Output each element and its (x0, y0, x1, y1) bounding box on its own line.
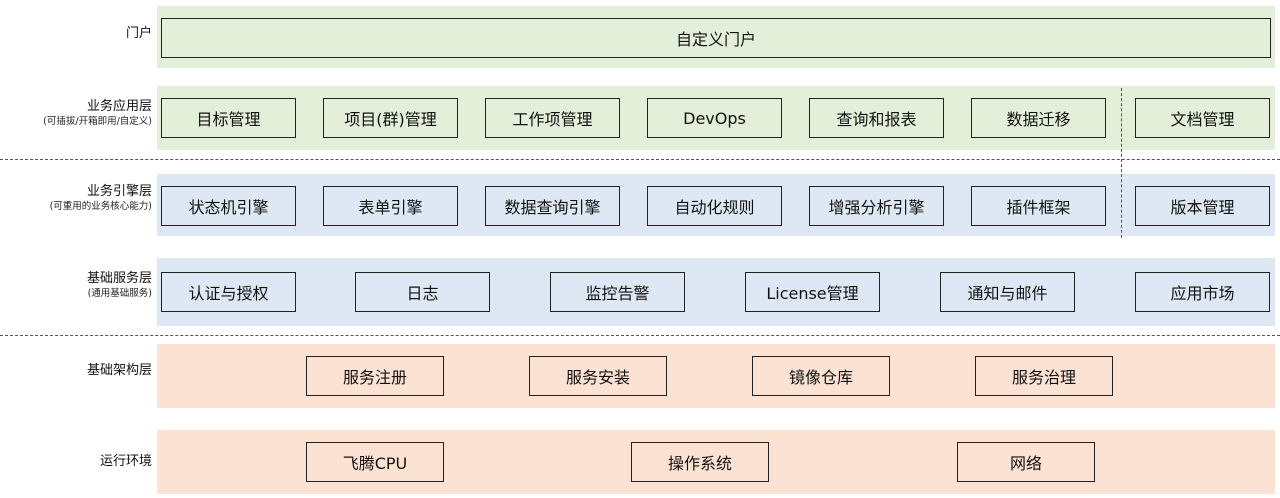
app-layer-subtitle: (可插拔/开箱即用/自定义) (43, 116, 152, 127)
infra-layer-title: 基础架构层 (86, 363, 152, 378)
module-box: 飞腾CPU (306, 442, 444, 482)
module-box: 插件框架 (971, 186, 1106, 226)
module-box: 镜像仓库 (752, 356, 890, 396)
module-box: 数据迁移 (971, 98, 1106, 138)
module-box: 目标管理 (161, 98, 296, 138)
runtime-layer-band (157, 430, 1275, 494)
module-box: DevOps (647, 98, 782, 138)
module-box: 应用市场 (1135, 272, 1270, 312)
module-box: 项目(群)管理 (323, 98, 458, 138)
module-box: 自动化规则 (647, 186, 782, 226)
separator-base-infra (0, 335, 1280, 336)
app-layer-band (157, 86, 1275, 150)
separator-vertical (1121, 88, 1122, 238)
module-box: 日志 (355, 272, 490, 312)
base-layer-band (157, 258, 1275, 326)
base-layer-title: 基础服务层 (86, 271, 152, 286)
portal-layer-title: 门户 (125, 26, 152, 41)
infra-layer-label: 基础架构层 (0, 363, 152, 379)
base-layer-subtitle: (通用基础服务) (87, 288, 152, 299)
portal-layer-label: 门户 (0, 26, 152, 42)
module-box: 增强分析引擎 (809, 186, 944, 226)
module-box: 网络 (957, 442, 1095, 482)
module-box: 认证与授权 (161, 272, 296, 312)
engine-layer-label: 业务引擎层 (可重用的业务核心能力) (0, 184, 152, 213)
infra-layer-band (157, 344, 1275, 408)
module-box: 自定义门户 (161, 18, 1271, 58)
module-box: 工作项管理 (485, 98, 620, 138)
module-box: 通知与邮件 (940, 272, 1075, 312)
module-box: 表单引擎 (323, 186, 458, 226)
module-box: 文档管理 (1135, 98, 1270, 138)
separator-app-engine (0, 159, 1280, 160)
module-box: 版本管理 (1135, 186, 1270, 226)
module-box: 监控告警 (550, 272, 685, 312)
base-layer-label: 基础服务层 (通用基础服务) (0, 271, 152, 300)
app-layer-title: 业务应用层 (86, 99, 152, 114)
module-box: 状态机引擎 (161, 186, 296, 226)
engine-layer-subtitle: (可重用的业务核心能力) (49, 201, 152, 212)
module-box: 服务安装 (529, 356, 667, 396)
module-box: 查询和报表 (809, 98, 944, 138)
module-box: 数据查询引擎 (485, 186, 620, 226)
app-layer-label: 业务应用层 (可插拔/开箱即用/自定义) (0, 99, 152, 128)
runtime-layer-label: 运行环境 (0, 454, 152, 470)
engine-layer-title: 业务引擎层 (86, 184, 152, 199)
module-box: License管理 (745, 272, 880, 312)
module-box: 服务治理 (975, 356, 1113, 396)
module-box: 操作系统 (631, 442, 769, 482)
runtime-layer-title: 运行环境 (99, 454, 152, 469)
module-box: 服务注册 (306, 356, 444, 396)
